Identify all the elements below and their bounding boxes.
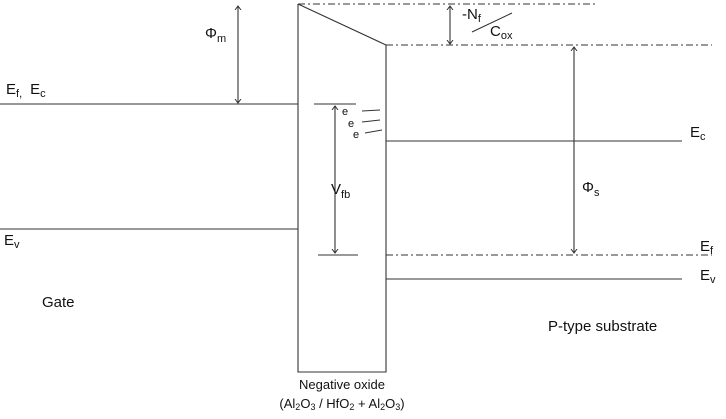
substrate-label: P-type substrate — [548, 318, 657, 335]
electron-2: e — [348, 118, 354, 130]
oxide-conduction-band-slope — [297, 3, 387, 46]
nf-label: -Nf — [462, 6, 482, 25]
fraction-slash — [471, 12, 513, 33]
electron-trap-3 — [364, 129, 383, 134]
phi-m-label: Φm — [205, 25, 226, 45]
electron-3: e — [353, 129, 359, 141]
gate-ef-ec-label: Ef,Ec — [6, 81, 46, 100]
substrate-ev-label: Ev — [700, 267, 716, 286]
cox-label: Cox — [490, 23, 513, 42]
phi-s-label: Φs — [582, 179, 600, 199]
gate-ev-label: Ev — [4, 232, 20, 251]
gate-label: Gate — [42, 294, 75, 311]
substrate-ec-label: Ec — [690, 124, 706, 143]
electron-trap-1 — [361, 109, 381, 112]
oxide-caption-line1: Negative oxide — [299, 377, 385, 392]
oxide-box — [297, 4, 387, 373]
oxide-caption-line2: (Al2O3 / HfO2 + Al2O3) — [279, 396, 404, 412]
electron-trap-2 — [361, 119, 381, 123]
substrate-ef-label: Ef — [700, 238, 714, 257]
electron-1: e — [342, 106, 348, 118]
vfb-label: Vfb — [331, 181, 350, 201]
